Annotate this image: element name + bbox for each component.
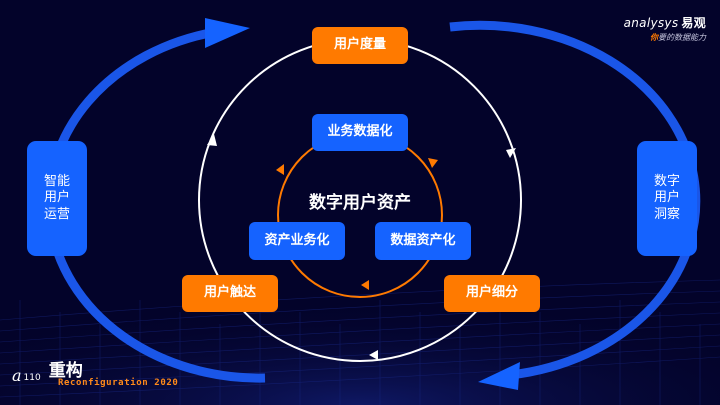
event-number: 110: [23, 373, 41, 383]
middle-ring-arrow-right: [506, 148, 516, 158]
middle-node-user-measure: 用户度量: [312, 27, 408, 64]
outer-arrow-right-head: [478, 362, 520, 390]
grid-line: [0, 279, 720, 321]
inner-ring-arrow-bottom: [361, 280, 369, 290]
grid-line: [0, 323, 720, 365]
grid-line: [0, 356, 720, 398]
logo-brand-cn: 易观: [681, 16, 706, 30]
event-logo: a 110 重构: [12, 356, 83, 385]
background-grid: [0, 279, 720, 405]
logo-brand: analysys: [623, 16, 679, 30]
outer-left-box: 智能 用户 运营: [27, 141, 87, 256]
grid-line: [0, 345, 720, 387]
middle-ring-arrow-bottom: [369, 350, 378, 360]
grid-line: [0, 301, 720, 343]
event-mark: a: [12, 366, 22, 385]
center-title: 数字用户资产: [309, 193, 411, 213]
inner-ring-arrow-right: [428, 158, 438, 168]
middle-ring-arrow-left: [207, 134, 217, 146]
inner-node-data-assetization: 数据资产化: [375, 222, 471, 260]
inner-ring-arrow-left: [276, 164, 284, 175]
event-subtitle: Reconfiguration 2020: [58, 378, 179, 388]
middle-node-user-segment: 用户细分: [444, 275, 540, 312]
outer-arrow-left-head: [205, 18, 250, 48]
inner-node-business-datafication: 业务数据化: [312, 114, 408, 151]
logo-tagline-highlight: 你: [650, 33, 658, 42]
grid-line: [0, 312, 720, 354]
logo-tagline: 要的数据能力: [658, 33, 706, 42]
event-title: 重构: [48, 361, 83, 381]
inner-node-asset-businessization: 资产业务化: [249, 222, 345, 260]
middle-node-user-reach: 用户触达: [182, 275, 278, 312]
outer-right-box: 数字 用户 洞察: [637, 141, 697, 256]
